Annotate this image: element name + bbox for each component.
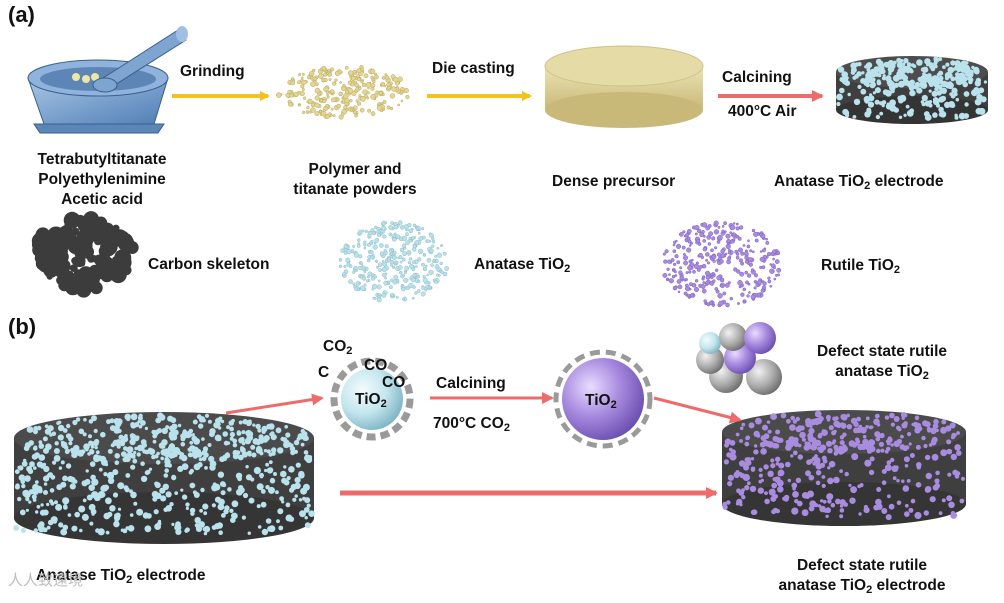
co2-sub: 2 [346, 345, 352, 357]
product-prefix: TiO [585, 392, 611, 409]
final-line-2: anatase TiO2 electrode [732, 576, 992, 600]
reagent-line: Acetic acid [2, 190, 202, 210]
co2-prefix: CO [323, 338, 346, 355]
precursor-label: Dense precursor [552, 172, 675, 192]
final-line2-prefix: anatase TiO [779, 577, 867, 594]
reagent-line: Polyethylenimine [2, 170, 202, 190]
powders-line: Polymer and [255, 160, 455, 180]
powders-line: titanate powders [255, 180, 455, 200]
anatase-sub: 2 [564, 263, 570, 275]
electrode-a-label: Anatase TiO2 electrode [774, 172, 944, 196]
c-label: C [318, 363, 329, 383]
reagents-label: Tetrabutyltitanate Polyethylenimine Acet… [2, 150, 202, 210]
defect-line2-prefix: anatase TiO [835, 363, 923, 380]
calcining-label-a: Calcining [722, 68, 792, 88]
rutile-sub: 2 [894, 264, 900, 276]
rutile-cluster-icon [663, 221, 781, 307]
anatase-electrode-icon-a [836, 56, 988, 124]
powders-label: Polymer and titanate powders [255, 160, 455, 200]
product-sub: 2 [611, 399, 617, 411]
carbon-skeleton-icon [32, 211, 139, 297]
rutile-prefix: Rutile TiO [821, 257, 894, 274]
precursor-cylinder-icon [545, 46, 703, 128]
grinding-label: Grinding [180, 62, 245, 82]
condition-b-prefix: 700°C CO [433, 415, 504, 432]
calcining-label-b: Calcining [436, 374, 506, 394]
anatase-prefix: Anatase TiO [474, 256, 564, 273]
condition-label-b: 700°C CO2 [433, 414, 510, 438]
powder-pile-icon [276, 65, 409, 119]
mortar-pestle-icon [28, 26, 188, 133]
anatase-label: Anatase TiO2 [474, 255, 570, 279]
particle-core-label: TiO2 [355, 390, 387, 414]
defect-line-1: Defect state rutile [784, 342, 980, 362]
final-electrode-label: Defect state rutile anatase TiO2 electro… [732, 556, 992, 600]
defect-electrode-icon [722, 410, 966, 526]
anatase-cluster-icon [339, 221, 449, 303]
rutile-label: Rutile TiO2 [821, 256, 900, 280]
defect-line-2: anatase TiO2 [784, 362, 980, 386]
condition-label-a: 400°C Air [728, 102, 797, 122]
panel-b-label: (b) [8, 314, 36, 340]
anatase-electrode-icon-b [13, 412, 315, 544]
carbon-label: Carbon skeleton [148, 255, 269, 275]
core-prefix: TiO [355, 391, 381, 408]
watermark: 人人致遠境 [8, 569, 83, 590]
panel-a-label: (a) [8, 2, 35, 28]
final-line2-suffix: electrode [872, 577, 945, 594]
reagent-line: Tetrabutyltitanate [2, 150, 202, 170]
final-line-1: Defect state rutile [732, 556, 992, 576]
electrode-a-suffix: electrode [870, 173, 943, 190]
core-sub: 2 [381, 398, 387, 410]
defect-label: Defect state rutile anatase TiO2 [784, 342, 980, 386]
co2-label: CO2 [323, 337, 352, 361]
die-casting-label: Die casting [432, 59, 515, 79]
electrode-a-prefix: Anatase TiO [774, 173, 864, 190]
condition-b-sub: 2 [504, 422, 510, 434]
product-label: TiO2 [585, 391, 617, 415]
arrow-to-particle [226, 398, 322, 413]
defect-line2-sub: 2 [923, 370, 929, 382]
arrow-to-defect-electrode [654, 398, 740, 420]
electrode-b-suffix: electrode [132, 567, 205, 584]
defect-sphere-cluster-icon [696, 322, 782, 395]
